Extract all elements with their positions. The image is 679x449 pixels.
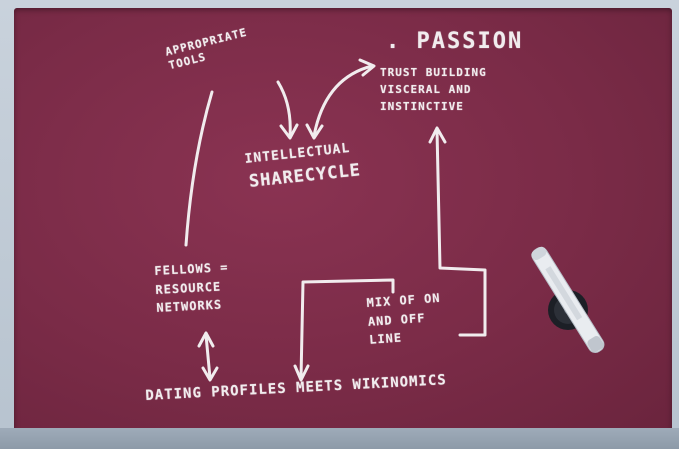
note-passion: . PASSION bbox=[386, 29, 524, 54]
arrow-mix-to-meets bbox=[299, 278, 395, 380]
note-mix-of-online-offline: MIX OF ON AND OFF LINE bbox=[366, 290, 441, 348]
line-tools-to-fellows bbox=[184, 90, 214, 247]
arrow-passion-sharecycle bbox=[312, 64, 374, 138]
arrow-mix-to-trust bbox=[435, 128, 487, 337]
arrow-tools-to-sharecycle bbox=[276, 80, 292, 138]
wall-edge bbox=[0, 428, 679, 449]
note-trust-building: TRUST BUILDING VISCERAL AND INSTINCTIVE bbox=[380, 66, 487, 114]
arrow-fellows-dating bbox=[204, 333, 212, 380]
note-fellows: FELLOWS = RESOURCE NETWORKS bbox=[154, 260, 229, 316]
whiteboard-marker bbox=[531, 246, 605, 353]
